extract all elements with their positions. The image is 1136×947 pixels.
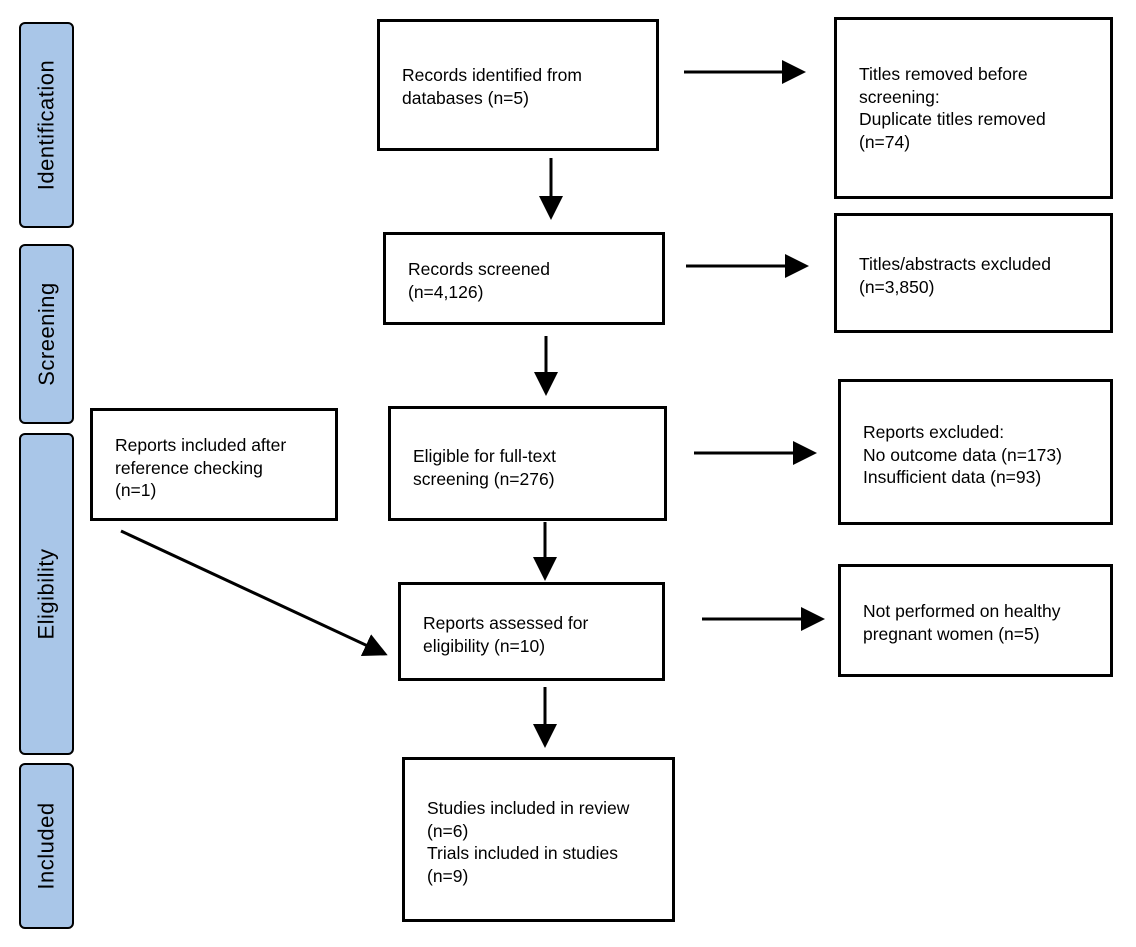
box-line: Trials included in studies [427, 843, 618, 863]
box-line: (n=3,850) [859, 276, 935, 297]
box-line: (n=6) [427, 820, 469, 841]
box-line: Titles/abstracts excluded [859, 254, 1051, 274]
phase-included: Included [19, 763, 74, 929]
box-line: (n=4,126) [408, 281, 484, 302]
box-line: databases (n=5) [402, 87, 529, 108]
box-line: screening (n=276) [413, 468, 555, 489]
box-line: Eligible for full-text [413, 446, 556, 466]
arrow-reference-to-assessed [120, 529, 388, 657]
phase-screening: Screening [19, 244, 74, 424]
eligible-full-text-box: Eligible for full-text screening (n=276) [388, 406, 667, 521]
reports-assessed-box: Reports assessed for eligibility (n=10) [398, 582, 665, 681]
records-identified-box: Records identified from databases (n=5) [377, 19, 659, 151]
box-line: Reports excluded: [863, 422, 1005, 442]
not-performed-box: Not performed on healthy pregnant women … [838, 564, 1113, 677]
box-line: Records screened [408, 259, 551, 279]
phase-included-label: Included [33, 802, 59, 890]
box-line: Duplicate titles removed [859, 109, 1046, 129]
studies-included-box: Studies included in review (n=6) Trials … [402, 757, 675, 922]
phase-screening-label: Screening [33, 282, 59, 386]
box-line: Records identified from [402, 65, 582, 85]
box-line: No outcome data (n=173) [863, 444, 1062, 465]
box-line: (n=1) [115, 480, 157, 500]
box-line: Reports included after [115, 435, 287, 455]
box-line: eligibility (n=10) [423, 635, 546, 656]
box-line: Insufficient data (n=93) [863, 467, 1042, 487]
box-line: Titles removed before [859, 64, 1028, 84]
titles-abstracts-excluded-box: Titles/abstracts excluded (n=3,850) [834, 213, 1113, 333]
phase-identification-label: Identification [33, 59, 59, 191]
reports-excluded-box: Reports excluded: No outcome data (n=173… [838, 379, 1113, 525]
box-line: (n=9) [427, 865, 469, 886]
records-screened-box: Records screened (n=4,126) [383, 232, 665, 325]
titles-removed-box: Titles removed before screening: Duplica… [834, 17, 1113, 199]
box-line: Not performed on healthy [863, 601, 1061, 621]
phase-identification: Identification [19, 22, 74, 228]
box-line: Reports assessed for [423, 613, 589, 633]
box-line: reference checking [115, 457, 263, 478]
box-line: (n=74) [859, 131, 911, 152]
phase-eligibility-label: Eligibility [33, 548, 59, 640]
box-line: Studies included in review [427, 798, 630, 818]
phase-eligibility: Eligibility [19, 433, 74, 755]
box-line: pregnant women (n=5) [863, 623, 1040, 644]
box-line: screening: [859, 86, 940, 107]
reports-reference-checking-box: Reports included after reference checkin… [90, 408, 338, 521]
